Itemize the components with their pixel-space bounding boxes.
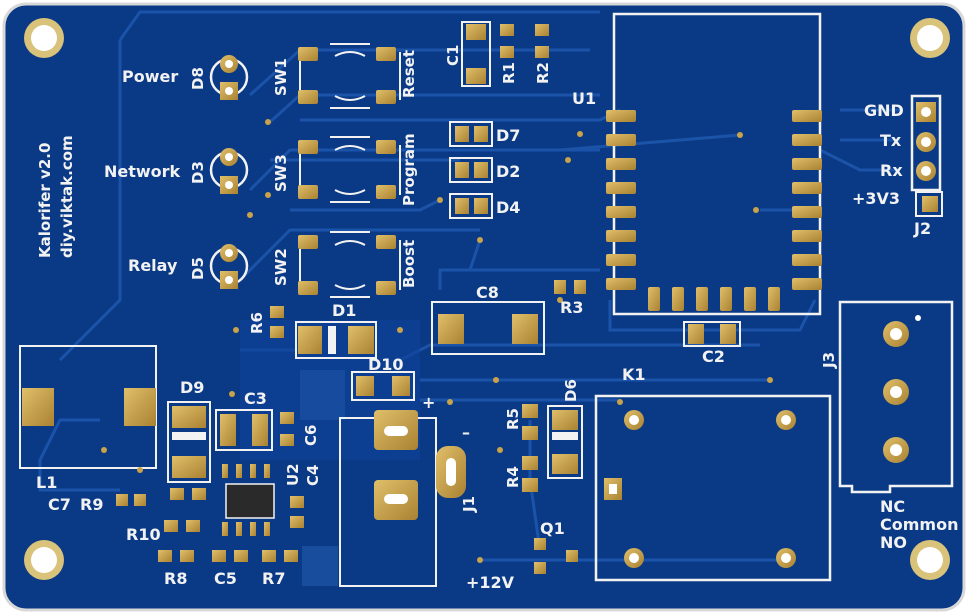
board-website: diy.viktak.com [58, 135, 76, 258]
ref-d10: D10 [368, 355, 404, 374]
label-common: Common [880, 515, 958, 534]
diode-d1 [295, 321, 377, 359]
ref-c4: C4 [304, 465, 322, 486]
ref-j3: J3 [820, 352, 838, 369]
ref-r7: R7 [262, 569, 285, 588]
diode-d10 [351, 371, 415, 401]
ref-r6: R6 [248, 312, 266, 334]
label-reset: Reset [400, 50, 418, 98]
relay-k1 [594, 394, 832, 582]
ref-k1: K1 [622, 365, 646, 384]
led-d5 [209, 244, 249, 289]
res-r6 [270, 306, 284, 338]
ref-u2: U2 [284, 463, 302, 486]
ref-c5: C5 [214, 569, 237, 588]
label-minus: – [462, 423, 470, 442]
via-field-bottom [302, 546, 338, 586]
ref-c6: C6 [302, 425, 320, 446]
via-field [300, 370, 345, 420]
label-tx: Tx [880, 131, 902, 150]
board-title: Kalorifer v2.0 [36, 143, 54, 258]
label-program: Program [400, 133, 418, 206]
label-boost: Boost [400, 240, 418, 288]
ref-c7: C7 [48, 495, 71, 514]
ref-c1: C1 [444, 45, 462, 66]
smd-passives-bottom [116, 488, 304, 562]
led-d8 [209, 55, 249, 100]
ref-u1: U1 [572, 89, 596, 108]
inductor-l1 [19, 345, 157, 469]
label-nc: NC [880, 497, 905, 516]
ref-j2: J2 [913, 219, 931, 238]
ref-r9: R9 [80, 495, 103, 514]
u1-pads [606, 110, 822, 311]
label-12v: +12V [466, 573, 515, 592]
smd-c1-r1-r2 [461, 21, 549, 87]
ref-j1: J1 [460, 496, 478, 513]
switch-sw1 [299, 43, 401, 109]
ref-d9: D9 [180, 378, 204, 397]
smd-r5-r4 [522, 404, 538, 492]
label-gnd: GND [864, 101, 904, 120]
ref-c8: C8 [476, 283, 499, 302]
label-no: NO [880, 533, 907, 552]
switch-sw1-pads [298, 47, 396, 104]
diode-d9 [167, 401, 211, 483]
ic-u2 [222, 464, 275, 536]
connector-j2 [910, 94, 943, 217]
smd-d7-d2-d4 [449, 121, 493, 219]
ref-r5: R5 [504, 408, 522, 430]
ref-q1: Q1 [540, 519, 565, 538]
ref-d8: D8 [189, 67, 207, 90]
switch-sw3-pads [298, 140, 396, 199]
ref-d7: D7 [496, 126, 520, 145]
label-rx: Rx [880, 161, 903, 180]
res-r3 [554, 280, 586, 294]
led-d3 [209, 148, 249, 194]
ref-sw3: SW3 [272, 154, 290, 192]
ref-r2: R2 [534, 62, 552, 84]
switch-sw2-pads [298, 235, 396, 295]
cap-c3 [215, 409, 273, 451]
label-plus: + [422, 393, 435, 412]
ref-d3: D3 [189, 161, 207, 184]
ref-d5: D5 [189, 257, 207, 280]
switch-sw3 [299, 136, 401, 203]
switch-sw2 [299, 231, 401, 298]
label-3v3: +3V3 [852, 189, 900, 208]
vias [101, 119, 773, 563]
ref-c3: C3 [244, 389, 267, 408]
label-relay: Relay [128, 256, 178, 275]
cap-c8 [431, 301, 545, 355]
ref-d1: D1 [332, 301, 356, 320]
label-network: Network [104, 162, 181, 181]
label-power: Power [122, 67, 178, 86]
ref-r4: R4 [504, 466, 522, 488]
ref-r1: R1 [500, 62, 518, 84]
cap-c6 [280, 412, 294, 446]
ref-d4: D4 [496, 198, 520, 217]
ref-r8: R8 [164, 569, 187, 588]
ref-sw1: SW1 [272, 58, 290, 96]
cap-c2 [683, 321, 741, 347]
ref-r10: R10 [126, 525, 161, 544]
diode-d6 [547, 405, 583, 479]
ref-sw2: SW2 [272, 248, 290, 286]
mounting-holes [24, 18, 950, 580]
ref-r3: R3 [560, 298, 583, 317]
connector-j3 [838, 300, 954, 494]
ref-c2: C2 [702, 347, 725, 366]
transistor-q1 [534, 538, 578, 574]
connector-j1 [339, 410, 466, 587]
ref-d2: D2 [496, 162, 520, 181]
ref-d6: D6 [562, 379, 580, 402]
ref-l1: L1 [36, 473, 57, 492]
